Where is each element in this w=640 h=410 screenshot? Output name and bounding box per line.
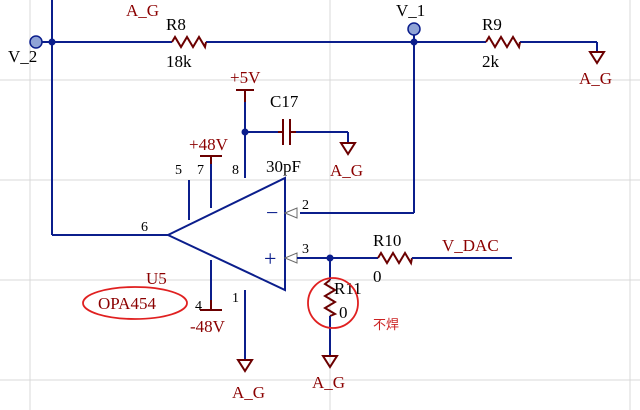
r8-ref: R8 bbox=[166, 15, 186, 34]
highlight-circle-opa454 bbox=[82, 286, 188, 320]
pin-4: 4 bbox=[195, 299, 202, 314]
net-label-plus48v: +48V bbox=[189, 135, 229, 154]
net-label-minus48v: -48V bbox=[190, 317, 226, 336]
port-v2[interactable] bbox=[29, 35, 43, 49]
r9-ref: R9 bbox=[482, 15, 502, 34]
ground-symbol-r11 bbox=[321, 355, 339, 369]
c17-value: 30pF bbox=[266, 157, 301, 176]
opamp-u5[interactable] bbox=[165, 176, 286, 292]
u5-part: OPA454 bbox=[98, 294, 156, 313]
pin-2: 2 bbox=[302, 198, 309, 213]
net-label-v1: V_1 bbox=[396, 1, 425, 20]
resistor-r10[interactable] bbox=[377, 251, 413, 266]
net-label-v2: V_2 bbox=[8, 47, 37, 66]
resistor-r11[interactable] bbox=[323, 279, 338, 317]
r11-note: 不焊 bbox=[373, 317, 399, 333]
highlight-circle-r11 bbox=[307, 277, 359, 329]
r8-value: 18k bbox=[166, 52, 192, 71]
resistor-r9[interactable] bbox=[485, 35, 521, 50]
net-label-ag-r11: A_G bbox=[312, 373, 345, 392]
net-label-v-dac: V_DAC bbox=[442, 236, 499, 255]
capacitor-c17[interactable] bbox=[278, 119, 296, 145]
pin-1: 1 bbox=[232, 291, 239, 306]
u5-ref: U5 bbox=[146, 269, 167, 288]
pin-3: 3 bbox=[302, 242, 309, 257]
opamp-minus-sign: − bbox=[266, 200, 278, 225]
pin-7: 7 bbox=[197, 163, 204, 178]
r10-value: 0 bbox=[373, 267, 382, 286]
net-label-ag-c17: A_G bbox=[330, 161, 363, 180]
pin-8: 8 bbox=[232, 163, 239, 178]
ground-symbol-r9 bbox=[588, 51, 606, 65]
wire-top bbox=[36, 0, 598, 236]
r10-ref: R10 bbox=[373, 231, 401, 250]
pin-6: 6 bbox=[141, 220, 148, 235]
r11-value: 0 bbox=[339, 303, 348, 322]
resistor-r8[interactable] bbox=[171, 35, 207, 50]
junction-dot bbox=[241, 128, 249, 136]
pin3-arrow bbox=[283, 252, 298, 264]
net-label-plus5v: +5V bbox=[230, 68, 261, 87]
port-v1[interactable] bbox=[407, 22, 421, 36]
net-label-ag-r9: A_G bbox=[579, 69, 612, 88]
pin-5: 5 bbox=[175, 163, 182, 178]
c17-ref: C17 bbox=[270, 92, 299, 111]
net-label-ag-pin1: A_G bbox=[232, 383, 265, 402]
r9-value: 2k bbox=[482, 52, 500, 71]
r11-ref: R11 bbox=[334, 279, 362, 298]
pin2-arrow bbox=[283, 207, 298, 219]
ground-symbol-pin1 bbox=[236, 359, 254, 373]
junction-dot bbox=[48, 38, 56, 46]
opamp-plus-sign: + bbox=[264, 246, 276, 271]
ground-symbol-c17 bbox=[339, 142, 357, 156]
net-label-ag-top: A_G bbox=[126, 1, 159, 20]
